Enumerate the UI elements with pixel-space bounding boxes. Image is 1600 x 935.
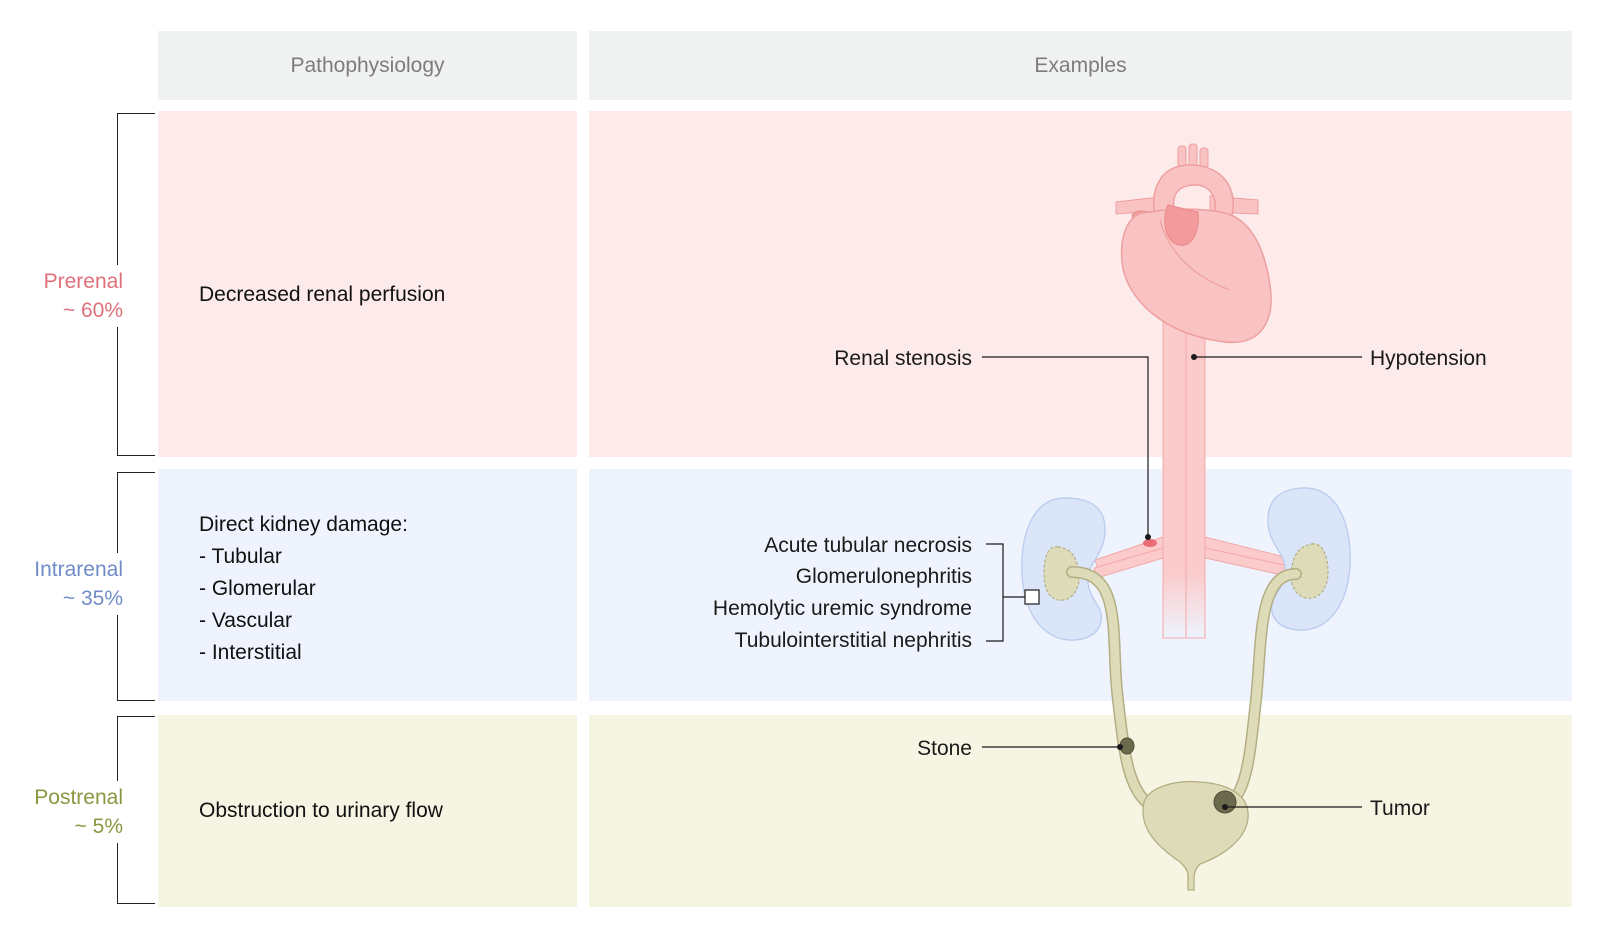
postrenal-patho-cell [158,715,577,907]
intrarenal-patho-item: - Interstitial [199,641,302,664]
postrenal-label: Postrenal ~ 5% [30,781,123,843]
intrarenal-patho-item: - Glomerular [199,577,316,600]
intrarenal-patho-title: Direct kidney damage: [199,513,408,536]
renal-artery-icon [1093,536,1299,579]
prerenal-name: Prerenal [43,270,123,293]
intrarenal-example-label: Tubulointerstitial nephritis [735,629,972,652]
aorta-icon [1162,299,1206,639]
prerenal-pathophysiology: Decreased renal perfusion [199,283,446,306]
prerenal-percent: ~ 60% [62,299,123,322]
header-pathophysiology: Pathophysiology [158,31,577,100]
intrarenal-name: Intrarenal [34,558,123,581]
header-examples: Examples [589,31,1572,100]
intrarenal-patho-item: - Tubular [199,545,282,568]
stenosis-icon [1143,539,1157,547]
prerenal-patho-cell [158,111,577,457]
intrarenal-example-label: Glomerulonephritis [796,565,972,588]
postrenal-percent: ~ 5% [74,815,123,838]
tumor-label: Tumor [1370,797,1430,820]
hypotension-label: Hypotension [1370,347,1487,370]
leader-lines [982,356,1362,808]
intrarenal-example-label: Hemolytic uremic syndrome [713,597,972,620]
intrarenal-percent: ~ 35% [62,587,123,610]
ureter-icon [1066,566,1302,812]
kidney-right-icon [1267,487,1351,631]
intrarenal-pathophysiology: Direct kidney damage: - Tubular - Glomer… [199,509,408,669]
stone-label: Stone [917,737,972,760]
renal-stenosis-label: Renal stenosis [834,347,972,370]
kidney-left-icon [1021,497,1106,641]
prerenal-examples-cell [589,111,1572,457]
intrarenal-patho-cell [158,469,577,701]
prerenal-label: Prerenal ~ 60% [39,265,123,327]
postrenal-pathophysiology: Obstruction to urinary flow [199,799,443,822]
intrarenal-label: Intrarenal ~ 35% [30,553,123,615]
kidney-callout-box [1024,589,1040,605]
intrarenal-patho-item: - Vascular [199,609,292,632]
heart-icon [1115,143,1272,344]
intrarenal-example-label: Acute tubular necrosis [764,534,972,557]
postrenal-name: Postrenal [34,786,123,809]
leader-dots [1117,354,1228,810]
